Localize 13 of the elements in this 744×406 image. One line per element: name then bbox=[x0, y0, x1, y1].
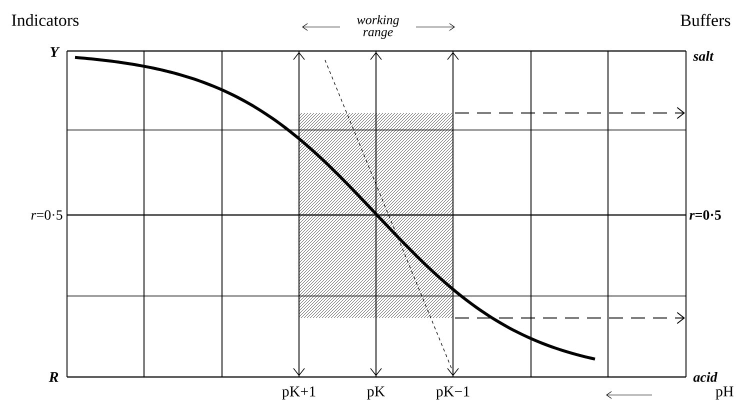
heading: Indicators bbox=[12, 14, 79, 26]
axis-label: salt bbox=[693, 51, 714, 61]
range-label: working range bbox=[352, 14, 404, 40]
tick-label: pK+1 bbox=[282, 386, 316, 400]
axis-label: R bbox=[48, 372, 58, 382]
axis-label: pH bbox=[716, 386, 734, 400]
axis-label: acid bbox=[693, 372, 718, 382]
axis-label: r=0·5 bbox=[689, 210, 721, 220]
axis-label: Y bbox=[50, 47, 60, 57]
tick-label: pK bbox=[367, 386, 386, 400]
tick-label: pK−1 bbox=[436, 386, 470, 400]
heading: Buffers bbox=[680, 14, 730, 26]
axis-label: r=0·5 bbox=[31, 210, 62, 220]
